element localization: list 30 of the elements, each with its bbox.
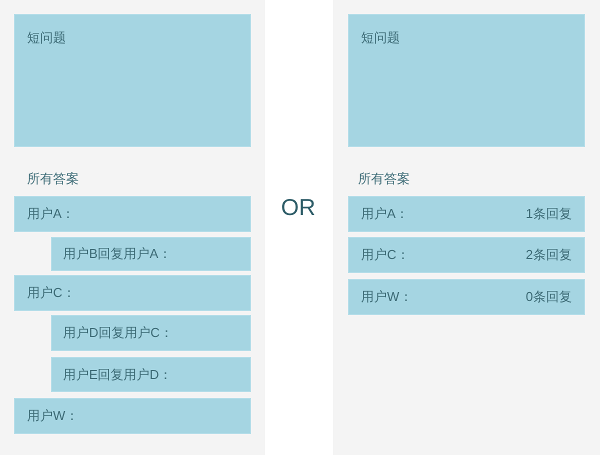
answer-card bbox=[348, 279, 585, 315]
answer-card bbox=[348, 196, 585, 232]
answer-author: 用户A： bbox=[361, 206, 409, 222]
reply-count: 2条回复 bbox=[526, 247, 572, 263]
reply-card bbox=[51, 357, 251, 392]
question-card bbox=[14, 14, 251, 147]
section-heading: 所有答案 bbox=[358, 171, 410, 187]
answer-author: 用户W： bbox=[27, 408, 78, 424]
answer-author: 用户E回复用户D： bbox=[63, 366, 172, 382]
reply-count: 1条回复 bbox=[526, 206, 572, 222]
question-text: 短问题 bbox=[27, 30, 66, 46]
section-heading: 所有答案 bbox=[27, 171, 79, 187]
answer-author: 用户D回复用户C： bbox=[63, 325, 173, 341]
answer-author: 用户A： bbox=[27, 206, 75, 222]
reply-card bbox=[51, 237, 251, 271]
reply-count: 0条回复 bbox=[526, 289, 572, 305]
or-label: OR bbox=[281, 193, 316, 221]
answer-author: 用户W： bbox=[361, 289, 412, 305]
question-text: 短问题 bbox=[361, 30, 400, 46]
answer-card bbox=[348, 237, 585, 273]
question-card bbox=[348, 14, 585, 147]
answer-card bbox=[14, 196, 251, 232]
panel-background bbox=[333, 0, 600, 455]
answer-card bbox=[14, 398, 251, 434]
answer-author: 用户C： bbox=[27, 285, 76, 301]
answer-author: 用户C： bbox=[361, 247, 410, 263]
panel-background bbox=[0, 0, 265, 455]
reply-card bbox=[51, 315, 251, 351]
answer-author: 用户B回复用户A： bbox=[63, 246, 172, 262]
answer-card bbox=[14, 275, 251, 311]
